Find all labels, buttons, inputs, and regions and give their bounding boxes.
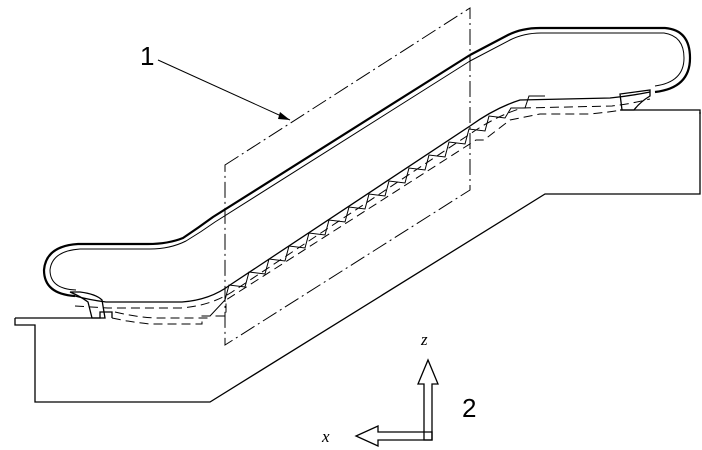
leader-1: [157, 59, 291, 121]
step-profile: [111, 109, 623, 325]
coordinate-axes: [354, 358, 439, 448]
axes-marker-label: 2: [462, 393, 476, 423]
plane-marker-label: 1: [140, 41, 154, 71]
handrail: [42, 26, 692, 298]
axis-x-label: x: [321, 427, 330, 446]
upper-newel: [619, 89, 651, 111]
escalator-truss: [14, 109, 701, 403]
section-plane: [224, 7, 471, 346]
lower-newel: [69, 291, 106, 319]
steps-zigzag: [209, 95, 545, 317]
axis-z-label: z: [420, 330, 428, 349]
balustrade-inner: [74, 91, 651, 309]
